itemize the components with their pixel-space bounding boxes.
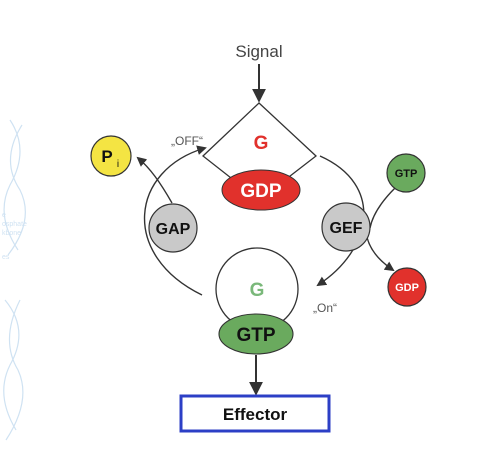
phosphate-subscript: i <box>117 159 119 170</box>
phosphate-label: P <box>101 147 112 166</box>
gap-label: GAP <box>156 221 191 238</box>
background-watermark: e osphate kbone es <box>2 119 27 441</box>
effector-label: Effector <box>223 405 288 424</box>
incoming-gtp-circle <box>386 153 426 193</box>
watermark-text-3: kbone <box>2 230 21 237</box>
gdp-bound-ellipse <box>221 169 301 211</box>
watermark-text-1: e <box>2 212 6 219</box>
inactive-g-label: G <box>254 133 269 154</box>
on-state-label: „On“ <box>313 301 337 315</box>
gap-circle <box>148 203 198 253</box>
active-g-label: G <box>250 280 265 301</box>
signal-label: Signal <box>235 42 282 61</box>
effector-box <box>179 394 331 433</box>
off-state-label: „OFF“ <box>171 134 203 148</box>
phosphate-circle <box>90 135 132 177</box>
gef-circle <box>321 202 371 252</box>
incoming-gtp-label: GTP <box>395 168 418 180</box>
gef-label: GEF <box>330 220 363 237</box>
gtp-bound-label: GTP <box>236 325 275 346</box>
phosphate-release-arrow <box>136 156 173 204</box>
watermark-text-4: es <box>2 254 10 261</box>
released-gdp-circle <box>387 267 427 307</box>
gdp-release-arrow <box>365 231 395 272</box>
gdp-bound-label: GDP <box>240 181 282 202</box>
gtp-bound-ellipse <box>218 313 294 355</box>
gtp-incoming-arrow <box>369 187 396 229</box>
gap-cycle-arrow <box>143 145 207 296</box>
released-gdp-label: GDP <box>395 282 419 294</box>
watermark-text-2: osphate <box>2 221 27 228</box>
